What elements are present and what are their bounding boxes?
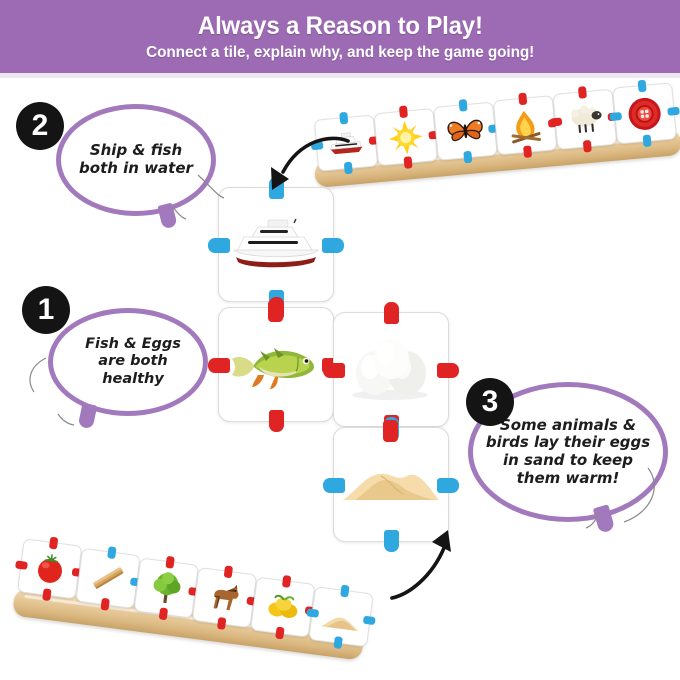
lemons-icon bbox=[251, 578, 314, 637]
speech-bubble-2: Ship & fish both in water bbox=[56, 104, 216, 230]
sun-icon bbox=[375, 109, 437, 165]
top-tile-rack bbox=[310, 79, 680, 188]
connector-nub-left bbox=[549, 117, 563, 127]
connector-nub-top bbox=[223, 565, 233, 579]
connector-nub-bottom bbox=[269, 410, 284, 432]
rack-tile-sun[interactable] bbox=[373, 105, 441, 169]
header-banner: Always a Reason to Play! Connect a tile,… bbox=[0, 0, 680, 73]
rack-tile-horse[interactable] bbox=[191, 565, 260, 630]
badge-number: 1 bbox=[37, 293, 55, 326]
bubble-outline bbox=[56, 104, 216, 216]
connector-nub-top bbox=[458, 98, 468, 112]
connector-nub-left bbox=[323, 477, 345, 493]
page-subtitle: Connect a tile, explain why, and keep th… bbox=[145, 44, 535, 61]
sand-icon bbox=[309, 587, 372, 646]
connector-nub-left bbox=[306, 608, 320, 618]
center-tile-sand[interactable] bbox=[323, 417, 459, 552]
bubble-text: Ship & fish both in water bbox=[79, 141, 193, 177]
connector-nub-left bbox=[208, 237, 230, 253]
rack-tile-ship[interactable] bbox=[310, 111, 382, 175]
connector-nub-right bbox=[437, 477, 459, 493]
rack-tile-sheep[interactable] bbox=[549, 86, 621, 153]
connector-nub-join-boat-fish bbox=[268, 300, 283, 322]
connector-nub-right bbox=[437, 362, 459, 378]
button-icon bbox=[613, 83, 676, 143]
connector-nub-bottom bbox=[642, 134, 652, 148]
connector-nub-top bbox=[164, 555, 175, 569]
connector-nub-top bbox=[48, 536, 58, 550]
connector-nub-right bbox=[667, 106, 680, 116]
connector-nub-left bbox=[609, 111, 623, 121]
connector-nub-bottom bbox=[523, 145, 533, 159]
connector-nub-left bbox=[15, 560, 28, 570]
bubble-number-badge-1: 1 bbox=[22, 286, 70, 334]
fish-icon bbox=[219, 308, 333, 421]
connector-nub-top bbox=[384, 302, 399, 324]
connector-nub-bottom bbox=[99, 597, 110, 611]
center-tile-boat[interactable] bbox=[208, 177, 344, 312]
rack-tile-lemons[interactable] bbox=[250, 574, 318, 640]
sand-icon bbox=[334, 428, 448, 541]
connector-nub-bottom bbox=[463, 150, 473, 164]
center-tile-eggs[interactable] bbox=[323, 302, 459, 437]
connector-nub-top bbox=[339, 111, 349, 125]
connector-nub-bottom bbox=[582, 139, 592, 153]
rack-tile-button[interactable] bbox=[609, 79, 680, 148]
connector-nub-top bbox=[518, 92, 528, 106]
connector-nub-bottom bbox=[403, 156, 413, 169]
center-tile-fish[interactable] bbox=[208, 297, 344, 432]
header-divider bbox=[0, 73, 680, 78]
sheep-icon bbox=[554, 90, 617, 149]
connector-nub-bottom bbox=[274, 626, 285, 640]
connector-nub-bottom bbox=[343, 161, 353, 175]
page-title: Always a Reason to Play! bbox=[197, 12, 483, 40]
stick-icon bbox=[76, 549, 139, 608]
speech-bubble-1: Fish & Eggs are both healthy bbox=[48, 308, 208, 430]
horse-icon bbox=[193, 568, 256, 627]
connector-nub-top bbox=[269, 177, 284, 199]
connector-nub-left bbox=[208, 357, 230, 373]
bubble-text: Fish & Eggs are both healthy bbox=[85, 336, 181, 387]
rack-tile-campfire[interactable] bbox=[492, 92, 561, 159]
connector-nub-join-eggs-sand bbox=[383, 420, 398, 442]
badge-number: 2 bbox=[31, 109, 49, 142]
rack-tile-butterfly[interactable] bbox=[433, 98, 501, 164]
rack-tile-tomato[interactable] bbox=[15, 536, 85, 602]
campfire-icon bbox=[494, 96, 557, 154]
connector-nub-bottom bbox=[158, 607, 168, 621]
bubble-text: Some animals & birds lay their eggs in s… bbox=[485, 415, 651, 487]
connector-nub-right bbox=[322, 237, 344, 253]
speech-bubble-3: Some animals & birds lay their eggs in s… bbox=[468, 382, 668, 534]
tomato-icon bbox=[18, 539, 81, 598]
bubble-number-badge-3: 3 bbox=[466, 378, 514, 426]
bubble-number-badge-2: 2 bbox=[16, 102, 64, 150]
connector-nub-bottom bbox=[41, 588, 52, 602]
rack-tile-tree[interactable] bbox=[133, 555, 201, 621]
rack-tile-stick[interactable] bbox=[75, 546, 143, 611]
connector-nub-bottom bbox=[216, 616, 226, 630]
connector-nub-top bbox=[339, 584, 350, 598]
boat-icon bbox=[219, 188, 333, 301]
badge-number: 3 bbox=[481, 385, 499, 418]
connector-nub-bottom bbox=[384, 530, 399, 552]
connector-nub-left bbox=[323, 362, 345, 378]
eggs-icon bbox=[334, 313, 448, 426]
connector-nub-right bbox=[362, 615, 376, 626]
connector-nub-left bbox=[310, 141, 324, 151]
bubble-tail bbox=[77, 402, 98, 430]
connector-nub-top bbox=[281, 574, 291, 588]
connector-nub-bottom bbox=[332, 636, 343, 649]
tree-icon bbox=[135, 559, 198, 618]
connector-nub-top bbox=[106, 546, 117, 560]
connector-nub-top bbox=[398, 105, 408, 119]
connector-nub-top bbox=[577, 86, 587, 99]
butterfly-icon bbox=[434, 103, 496, 160]
rack-tile-sand[interactable] bbox=[306, 584, 376, 649]
bottom-tile-rack bbox=[11, 536, 376, 661]
connector-nub-top bbox=[637, 79, 647, 93]
bubble-outline bbox=[48, 308, 208, 416]
